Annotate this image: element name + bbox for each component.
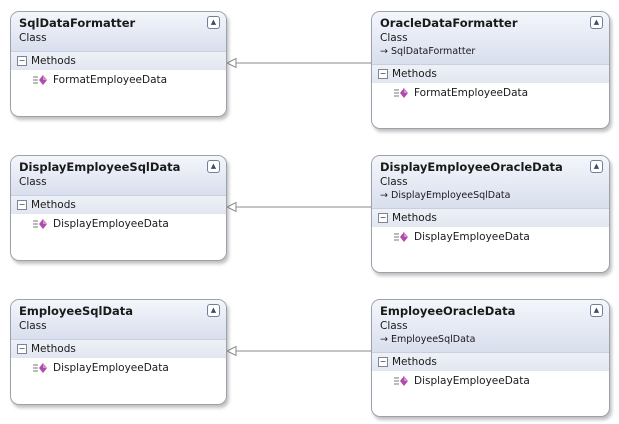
inherit-arrow-icon: → bbox=[380, 46, 388, 57]
method-name: DisplayEmployeeData bbox=[414, 375, 530, 387]
collapse-up-icon[interactable]: ▲ bbox=[207, 304, 220, 317]
method-icon bbox=[33, 75, 47, 85]
class-header[interactable]: EmployeeOracleData Class → EmployeeSqlDa… bbox=[372, 300, 609, 352]
method-item[interactable]: FormatEmployeeData bbox=[11, 70, 226, 90]
class-name: EmployeeSqlData bbox=[19, 304, 134, 318]
class-box-sql-data-formatter[interactable]: SqlDataFormatter Class ▲ − Methods Forma… bbox=[10, 11, 227, 117]
section-label: Methods bbox=[31, 199, 76, 211]
class-header[interactable]: OracleDataFormatter Class → SqlDataForma… bbox=[372, 12, 609, 64]
collapse-up-icon[interactable]: ▲ bbox=[590, 16, 603, 29]
inheritance-note: → SqlDataFormatter bbox=[380, 45, 601, 58]
method-name: DisplayEmployeeData bbox=[53, 362, 169, 374]
inherit-arrow-icon: → bbox=[380, 334, 388, 345]
class-stereotype: Class bbox=[19, 320, 47, 332]
inheritance-arrowhead bbox=[225, 345, 237, 357]
methods-section-header[interactable]: − Methods bbox=[11, 51, 226, 70]
method-name: DisplayEmployeeData bbox=[414, 231, 530, 243]
method-item[interactable]: DisplayEmployeeData bbox=[372, 227, 609, 247]
class-name: EmployeeOracleData bbox=[380, 304, 516, 318]
inheritance-line-1 bbox=[225, 57, 371, 69]
inheritance-arrowhead bbox=[225, 57, 237, 69]
minus-box-icon[interactable]: − bbox=[378, 213, 388, 223]
method-icon bbox=[33, 363, 47, 373]
minus-box-icon[interactable]: − bbox=[17, 56, 27, 66]
minus-box-icon[interactable]: − bbox=[17, 344, 27, 354]
class-stereotype: Class bbox=[380, 176, 408, 188]
section-label: Methods bbox=[392, 68, 437, 80]
collapse-up-icon[interactable]: ▲ bbox=[590, 160, 603, 173]
section-label: Methods bbox=[31, 343, 76, 355]
class-stereotype: Class bbox=[19, 176, 47, 188]
inheritance-arrowhead bbox=[225, 201, 237, 213]
method-name: FormatEmployeeData bbox=[414, 87, 529, 99]
method-icon bbox=[394, 376, 408, 386]
method-item[interactable]: DisplayEmployeeData bbox=[372, 371, 609, 391]
class-stereotype: Class bbox=[19, 32, 47, 44]
inherit-arrow-icon: → bbox=[380, 190, 388, 201]
inheritance-line-3 bbox=[225, 345, 371, 357]
base-class-name: SqlDataFormatter bbox=[391, 46, 476, 57]
class-box-oracle-data-formatter[interactable]: OracleDataFormatter Class → SqlDataForma… bbox=[371, 11, 610, 129]
class-header[interactable]: SqlDataFormatter Class ▲ bbox=[11, 12, 226, 51]
class-box-employee-sql-data[interactable]: EmployeeSqlData Class ▲ − Methods Displa… bbox=[10, 299, 227, 405]
collapse-up-icon[interactable]: ▲ bbox=[590, 304, 603, 317]
method-name: DisplayEmployeeData bbox=[53, 218, 169, 230]
section-label: Methods bbox=[392, 356, 437, 368]
methods-section-header[interactable]: − Methods bbox=[372, 352, 609, 371]
section-label: Methods bbox=[392, 212, 437, 224]
methods-section-header[interactable]: − Methods bbox=[11, 195, 226, 214]
class-header[interactable]: EmployeeSqlData Class ▲ bbox=[11, 300, 226, 339]
minus-box-icon[interactable]: − bbox=[378, 357, 388, 367]
method-name: FormatEmployeeData bbox=[53, 74, 168, 86]
methods-section-header[interactable]: − Methods bbox=[372, 208, 609, 227]
class-stereotype: Class bbox=[380, 32, 408, 44]
section-label: Methods bbox=[31, 55, 76, 67]
methods-section-header[interactable]: − Methods bbox=[11, 339, 226, 358]
class-name: DisplayEmployeeSqlData bbox=[19, 160, 181, 174]
class-header[interactable]: DisplayEmployeeOracleData Class → Displa… bbox=[372, 156, 609, 208]
collapse-up-icon[interactable]: ▲ bbox=[207, 160, 220, 173]
minus-box-icon[interactable]: − bbox=[17, 200, 27, 210]
class-box-employee-oracle-data[interactable]: EmployeeOracleData Class → EmployeeSqlDa… bbox=[371, 299, 610, 417]
method-icon bbox=[33, 219, 47, 229]
class-header[interactable]: DisplayEmployeeSqlData Class ▲ bbox=[11, 156, 226, 195]
inheritance-note: → EmployeeSqlData bbox=[380, 333, 601, 346]
class-name: OracleDataFormatter bbox=[380, 16, 518, 30]
method-item[interactable]: FormatEmployeeData bbox=[372, 83, 609, 103]
inheritance-line-2 bbox=[225, 201, 371, 213]
class-box-display-employee-sql-data[interactable]: DisplayEmployeeSqlData Class ▲ − Methods… bbox=[10, 155, 227, 261]
method-icon bbox=[394, 232, 408, 242]
inheritance-note: → DisplayEmployeeSqlData bbox=[380, 189, 601, 202]
method-icon bbox=[394, 88, 408, 98]
class-name: SqlDataFormatter bbox=[19, 16, 136, 30]
method-item[interactable]: DisplayEmployeeData bbox=[11, 214, 226, 234]
base-class-name: EmployeeSqlData bbox=[391, 334, 476, 345]
methods-section-header[interactable]: − Methods bbox=[372, 64, 609, 83]
method-item[interactable]: DisplayEmployeeData bbox=[11, 358, 226, 378]
class-stereotype: Class bbox=[380, 320, 408, 332]
class-box-display-employee-oracle-data[interactable]: DisplayEmployeeOracleData Class → Displa… bbox=[371, 155, 610, 273]
class-name: DisplayEmployeeOracleData bbox=[380, 160, 563, 174]
minus-box-icon[interactable]: − bbox=[378, 69, 388, 79]
collapse-up-icon[interactable]: ▲ bbox=[207, 16, 220, 29]
base-class-name: DisplayEmployeeSqlData bbox=[391, 190, 511, 201]
